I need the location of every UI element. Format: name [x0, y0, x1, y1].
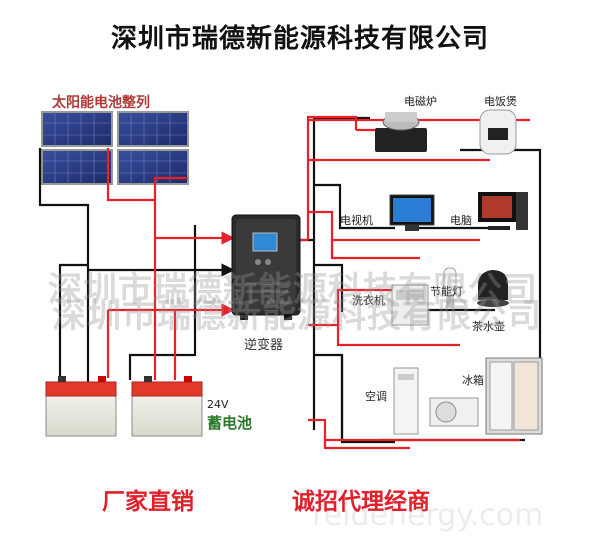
footer-slogan-left: 厂家直销: [102, 489, 194, 515]
lamp-device: [443, 267, 457, 308]
inverter-unit: [231, 214, 301, 320]
tv-label: 电视机: [340, 214, 373, 227]
watermark-url: reidenergy.com: [312, 498, 544, 533]
rice-cooker-label: 电饭煲: [484, 95, 517, 108]
tv-device: [389, 194, 435, 231]
fridge-device: [485, 357, 543, 435]
ac-outdoor-device: [429, 397, 479, 427]
battery-voltage-label: 24V: [207, 398, 229, 411]
induction-cooker-label: 电磁炉: [404, 95, 437, 108]
ac-label: 空调: [365, 390, 387, 403]
washer-label: 洗衣机: [352, 294, 385, 307]
solar-array: [41, 111, 189, 185]
watermark-text-shadow: 深圳市瑞德新能源科技有限公司: [52, 296, 542, 336]
company-title: 深圳市瑞德新能源科技有限公司: [110, 24, 489, 54]
lamp-label: 节能灯: [430, 285, 463, 298]
washer-device: [391, 284, 429, 326]
rice-cooker-device: [479, 109, 517, 155]
induction-cooker-device: [375, 112, 427, 152]
kettle-label: 茶水壶: [472, 320, 505, 333]
kettle-device: [477, 270, 509, 307]
watermark-text: 深圳市瑞德新能源科技有限公司: [48, 270, 538, 310]
ac-indoor-device: [393, 367, 419, 435]
solar-array-label: 太阳能电池整列: [52, 95, 150, 111]
computer-label: 电脑: [450, 214, 472, 227]
computer-device: [478, 192, 528, 230]
inverter-label: 逆变器: [244, 338, 284, 353]
footer-slogan-right: 诚招代理经商: [292, 489, 430, 515]
battery-bank: [45, 376, 203, 437]
solar-panel: [41, 111, 189, 185]
positive-wiring: [106, 115, 530, 450]
fridge-label: 冰箱: [462, 374, 484, 387]
battery-label: 蓄电池: [207, 414, 253, 432]
